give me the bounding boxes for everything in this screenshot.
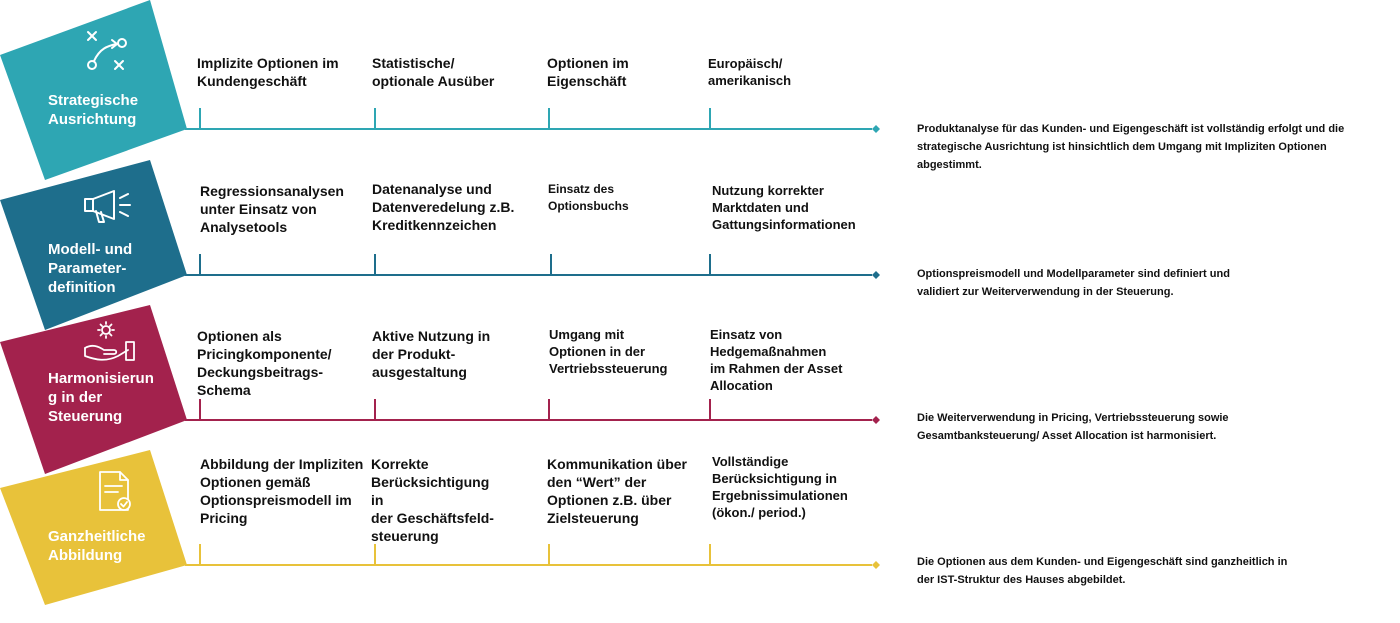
tile-harmonisierung xyxy=(0,305,187,474)
row1-item1: Implizite Optionen im Kundengeschäft xyxy=(197,55,339,89)
megaphone-icon xyxy=(84,190,131,223)
summary-row-4: Die Optionen aus dem Kunden- und Eigenge… xyxy=(917,556,1288,586)
hand-gear-icon xyxy=(84,321,135,361)
timeline-row-4 xyxy=(185,544,880,569)
summary-row-3: Die Weiterverwendung in Pricing, Vertrie… xyxy=(917,412,1229,442)
strategy-play-icon xyxy=(87,31,127,70)
tile-title-1: Strategische Ausrichtung xyxy=(48,92,139,128)
row3-item1: Optionen als Pricingkomponente/ Deckungs… xyxy=(197,328,332,398)
tile-title-4: Ganzheitliche Abbildung xyxy=(48,528,146,564)
summary-row-2: Optionspreismodell und Modellparameter s… xyxy=(917,268,1230,298)
document-check-icon xyxy=(99,471,131,511)
timeline-row-1 xyxy=(185,108,880,133)
row2-item2: Datenanalyse und Datenveredelung z.B. Kr… xyxy=(372,181,515,233)
row2-item1: Regressionsanalysen unter Einsatz von An… xyxy=(200,183,344,235)
row4-item3: Kommunikation über den “Wert” der Option… xyxy=(547,456,688,526)
tile-title-3: Harmonisierun g in der Steuerung xyxy=(48,370,154,425)
summary-row-1: Produktanalyse für das Kunden- und Eigen… xyxy=(917,123,1345,171)
tile-strategische-ausrichtung xyxy=(0,0,187,180)
row3-item4: Einsatz von Hedgemaßnahmen im Rahmen der… xyxy=(710,327,843,393)
row-tiles xyxy=(0,0,187,605)
row1-item2: Statistische/ optionale Ausüber xyxy=(372,55,495,89)
row4-item1: Abbildung der Impliziten Optionen gemäß … xyxy=(200,456,364,526)
tile-title-2: Modell- und Parameter- definition xyxy=(48,241,133,296)
timeline-row-2 xyxy=(185,254,880,279)
row1-item3: Optionen im Eigenschäft xyxy=(547,55,629,89)
row4-item4: Vollständige Berücksichtigung in Ergebni… xyxy=(712,454,848,520)
row4-item2: Korrekte Berücksichtigung in der Geschäf… xyxy=(371,456,494,544)
timeline-row-3 xyxy=(185,399,880,424)
row2-item4: Nutzung korrekter Marktdaten und Gattung… xyxy=(712,183,856,232)
tile-modell-parameter xyxy=(0,160,187,330)
tile-ganzheitliche-abbildung xyxy=(0,450,187,605)
row3-item2: Aktive Nutzung in der Produkt- ausgestal… xyxy=(372,328,491,380)
row1-item4: Europäisch/ amerikanisch xyxy=(708,56,792,88)
row2-item3: Einsatz des Optionsbuchs xyxy=(548,182,629,213)
row3-item3: Umgang mit Optionen in der Vertriebssteu… xyxy=(549,327,668,376)
